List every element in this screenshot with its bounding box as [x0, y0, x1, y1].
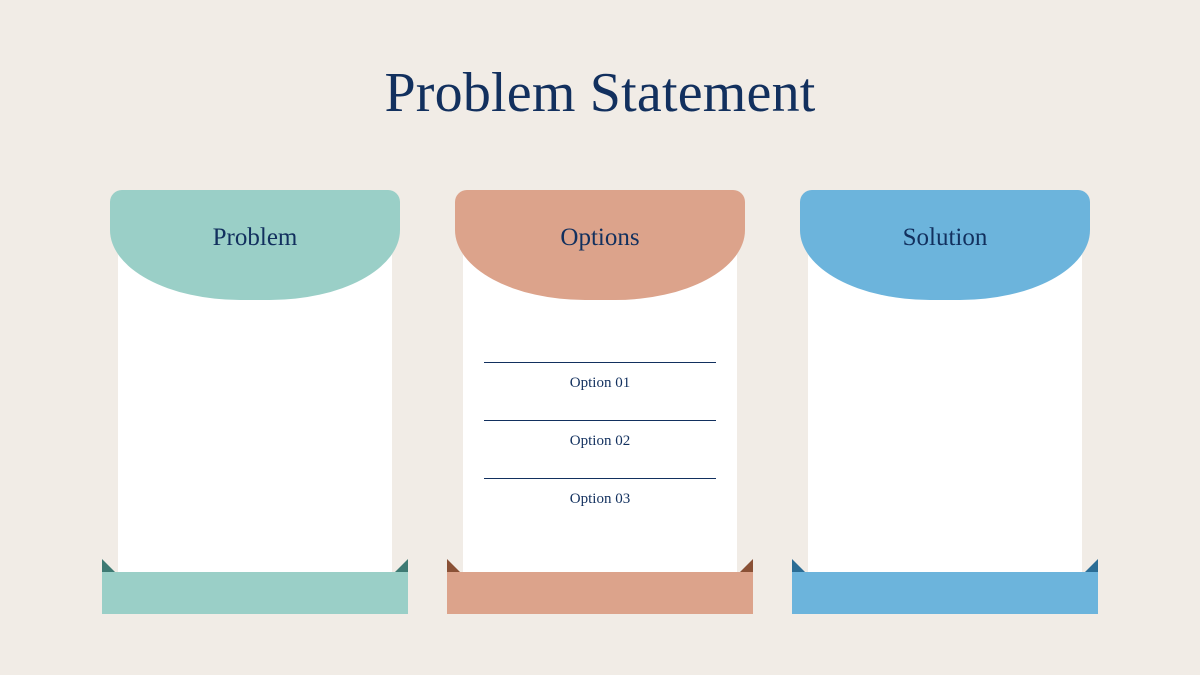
option-rule: [484, 420, 716, 421]
band-fold-left-icon: [102, 559, 115, 572]
card-bottom-band: [792, 559, 1098, 614]
card-bottom-band: [447, 559, 753, 614]
band-fold-left-icon: [792, 559, 805, 572]
option-rule: [484, 478, 716, 479]
band-fold-right-icon: [395, 559, 408, 572]
list-item[interactable]: Option 03: [484, 478, 716, 508]
option-label: Option 03: [569, 491, 631, 507]
card-problem[interactable]: Problem: [102, 190, 408, 614]
card-header-options[interactable]: Options: [455, 190, 745, 300]
list-item[interactable]: Option 02: [484, 420, 716, 450]
page-title: Problem Statement: [384, 62, 816, 124]
card-header-solution[interactable]: Solution: [800, 190, 1090, 300]
option-label: Option 02: [569, 433, 631, 449]
card-header-label: Problem: [212, 223, 298, 251]
card-option-list: Option 01 Option 02 Option 03: [463, 202, 737, 584]
card-header-label: Solution: [902, 223, 988, 251]
card-solution[interactable]: Solution: [792, 190, 1098, 614]
band-fold-right-icon: [1085, 559, 1098, 572]
option-label: Option 01: [569, 375, 631, 391]
list-item[interactable]: Option 01: [484, 362, 716, 392]
band-fold-right-icon: [740, 559, 753, 572]
card-options[interactable]: Option 01 Option 02 Option 03 Options: [447, 190, 753, 614]
band-fold-left-icon: [447, 559, 460, 572]
card-bottom-band: [102, 559, 408, 614]
option-rule: [484, 362, 716, 363]
card-header-label: Options: [560, 223, 640, 251]
card-header-problem[interactable]: Problem: [110, 190, 400, 300]
